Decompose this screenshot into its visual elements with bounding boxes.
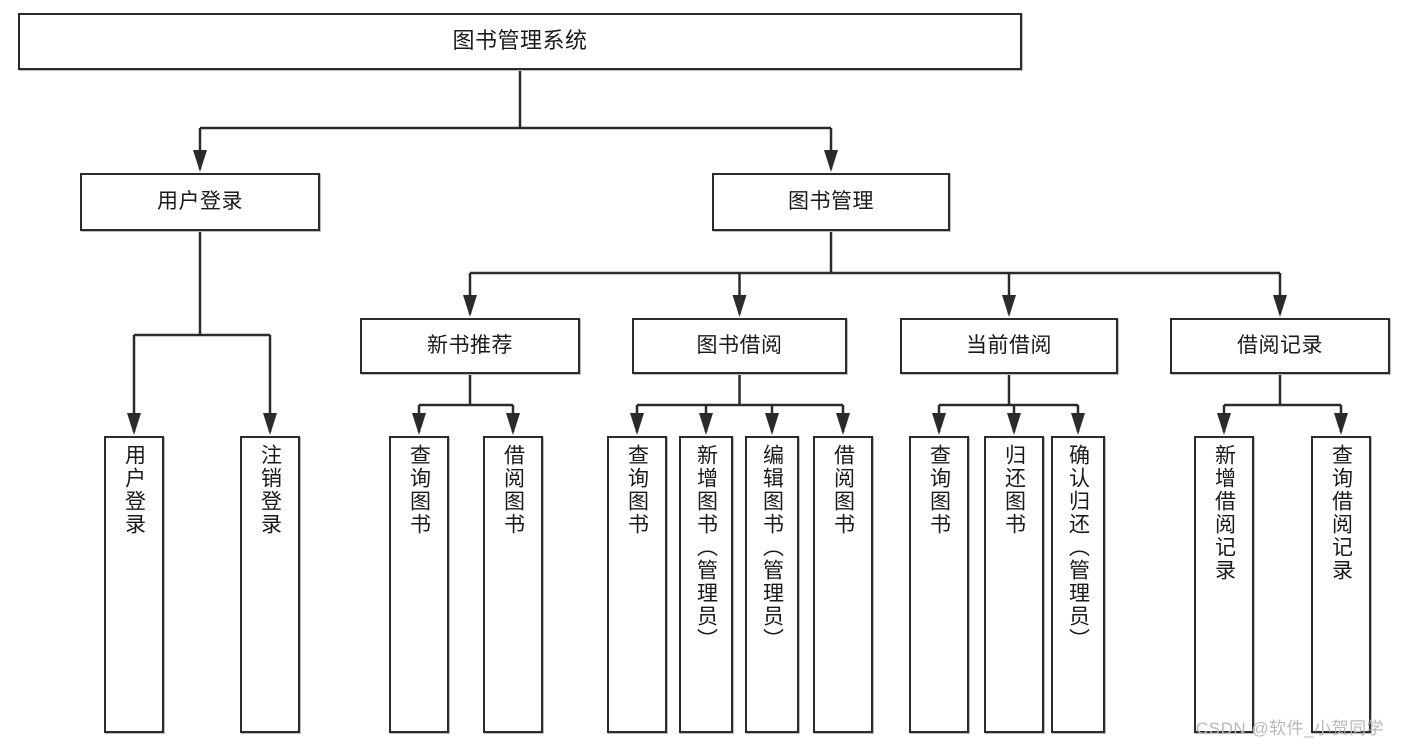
leaf-leaf-query-book-2[interactable]: 查询图书 bbox=[607, 436, 667, 733]
leaf-leaf-borrow-book-2[interactable]: 借阅图书 bbox=[813, 436, 873, 733]
node-label: 新书推荐 bbox=[427, 333, 513, 357]
node-label: 用户登录 bbox=[122, 444, 146, 536]
leaf-leaf-query-record[interactable]: 查询借阅记录 bbox=[1311, 436, 1371, 733]
node-user-login[interactable]: 用户登录 bbox=[80, 173, 320, 231]
leaf-leaf-query-book-1[interactable]: 查询图书 bbox=[389, 436, 449, 733]
node-label: 新增图书（管理员） bbox=[694, 444, 718, 651]
node-label: 借阅图书 bbox=[831, 444, 855, 536]
node-label: 注销登录 bbox=[258, 444, 282, 536]
node-book-manage[interactable]: 图书管理 bbox=[712, 173, 950, 231]
node-root[interactable]: 图书管理系统 bbox=[18, 13, 1022, 70]
leaf-leaf-user-login[interactable]: 用户登录 bbox=[104, 436, 164, 733]
leaf-leaf-edit-book[interactable]: 编辑图书（管理员） bbox=[745, 436, 799, 733]
node-label: 借阅记录 bbox=[1237, 333, 1323, 357]
node-book-borrow[interactable]: 图书借阅 bbox=[632, 318, 847, 374]
leaf-leaf-return-book[interactable]: 归还图书 bbox=[984, 436, 1044, 733]
node-label: 图书借阅 bbox=[696, 333, 783, 357]
leaf-leaf-query-book-3[interactable]: 查询图书 bbox=[909, 436, 969, 733]
node-label: 新增借阅记录 bbox=[1212, 444, 1236, 582]
node-label: 借阅图书 bbox=[501, 444, 525, 536]
node-label: 用户登录 bbox=[157, 189, 243, 213]
node-label: 查询借阅记录 bbox=[1329, 444, 1353, 582]
watermark: CSDN @软件_小贺同学 bbox=[1196, 719, 1385, 738]
node-label: 图书管理系统 bbox=[452, 28, 588, 54]
leaf-leaf-confirm-return[interactable]: 确认归还（管理员） bbox=[1051, 436, 1105, 733]
node-borrow-record[interactable]: 借阅记录 bbox=[1170, 318, 1390, 374]
node-current-borrow[interactable]: 当前借阅 bbox=[900, 318, 1118, 374]
leaf-leaf-borrow-book-1[interactable]: 借阅图书 bbox=[483, 436, 543, 733]
node-label: 查询图书 bbox=[927, 444, 951, 536]
node-label: 查询图书 bbox=[625, 444, 649, 536]
node-new-book-rec[interactable]: 新书推荐 bbox=[360, 318, 580, 374]
leaf-leaf-add-record[interactable]: 新增借阅记录 bbox=[1194, 436, 1254, 733]
node-label: 编辑图书（管理员） bbox=[760, 444, 784, 651]
node-label: 归还图书 bbox=[1002, 444, 1026, 536]
leaf-leaf-add-book[interactable]: 新增图书（管理员） bbox=[679, 436, 733, 733]
node-label: 查询图书 bbox=[407, 444, 431, 536]
leaf-leaf-logout[interactable]: 注销登录 bbox=[240, 436, 300, 733]
node-label: 确认归还（管理员） bbox=[1066, 444, 1090, 651]
node-label: 当前借阅 bbox=[966, 333, 1052, 357]
node-label: 图书管理 bbox=[788, 189, 874, 213]
